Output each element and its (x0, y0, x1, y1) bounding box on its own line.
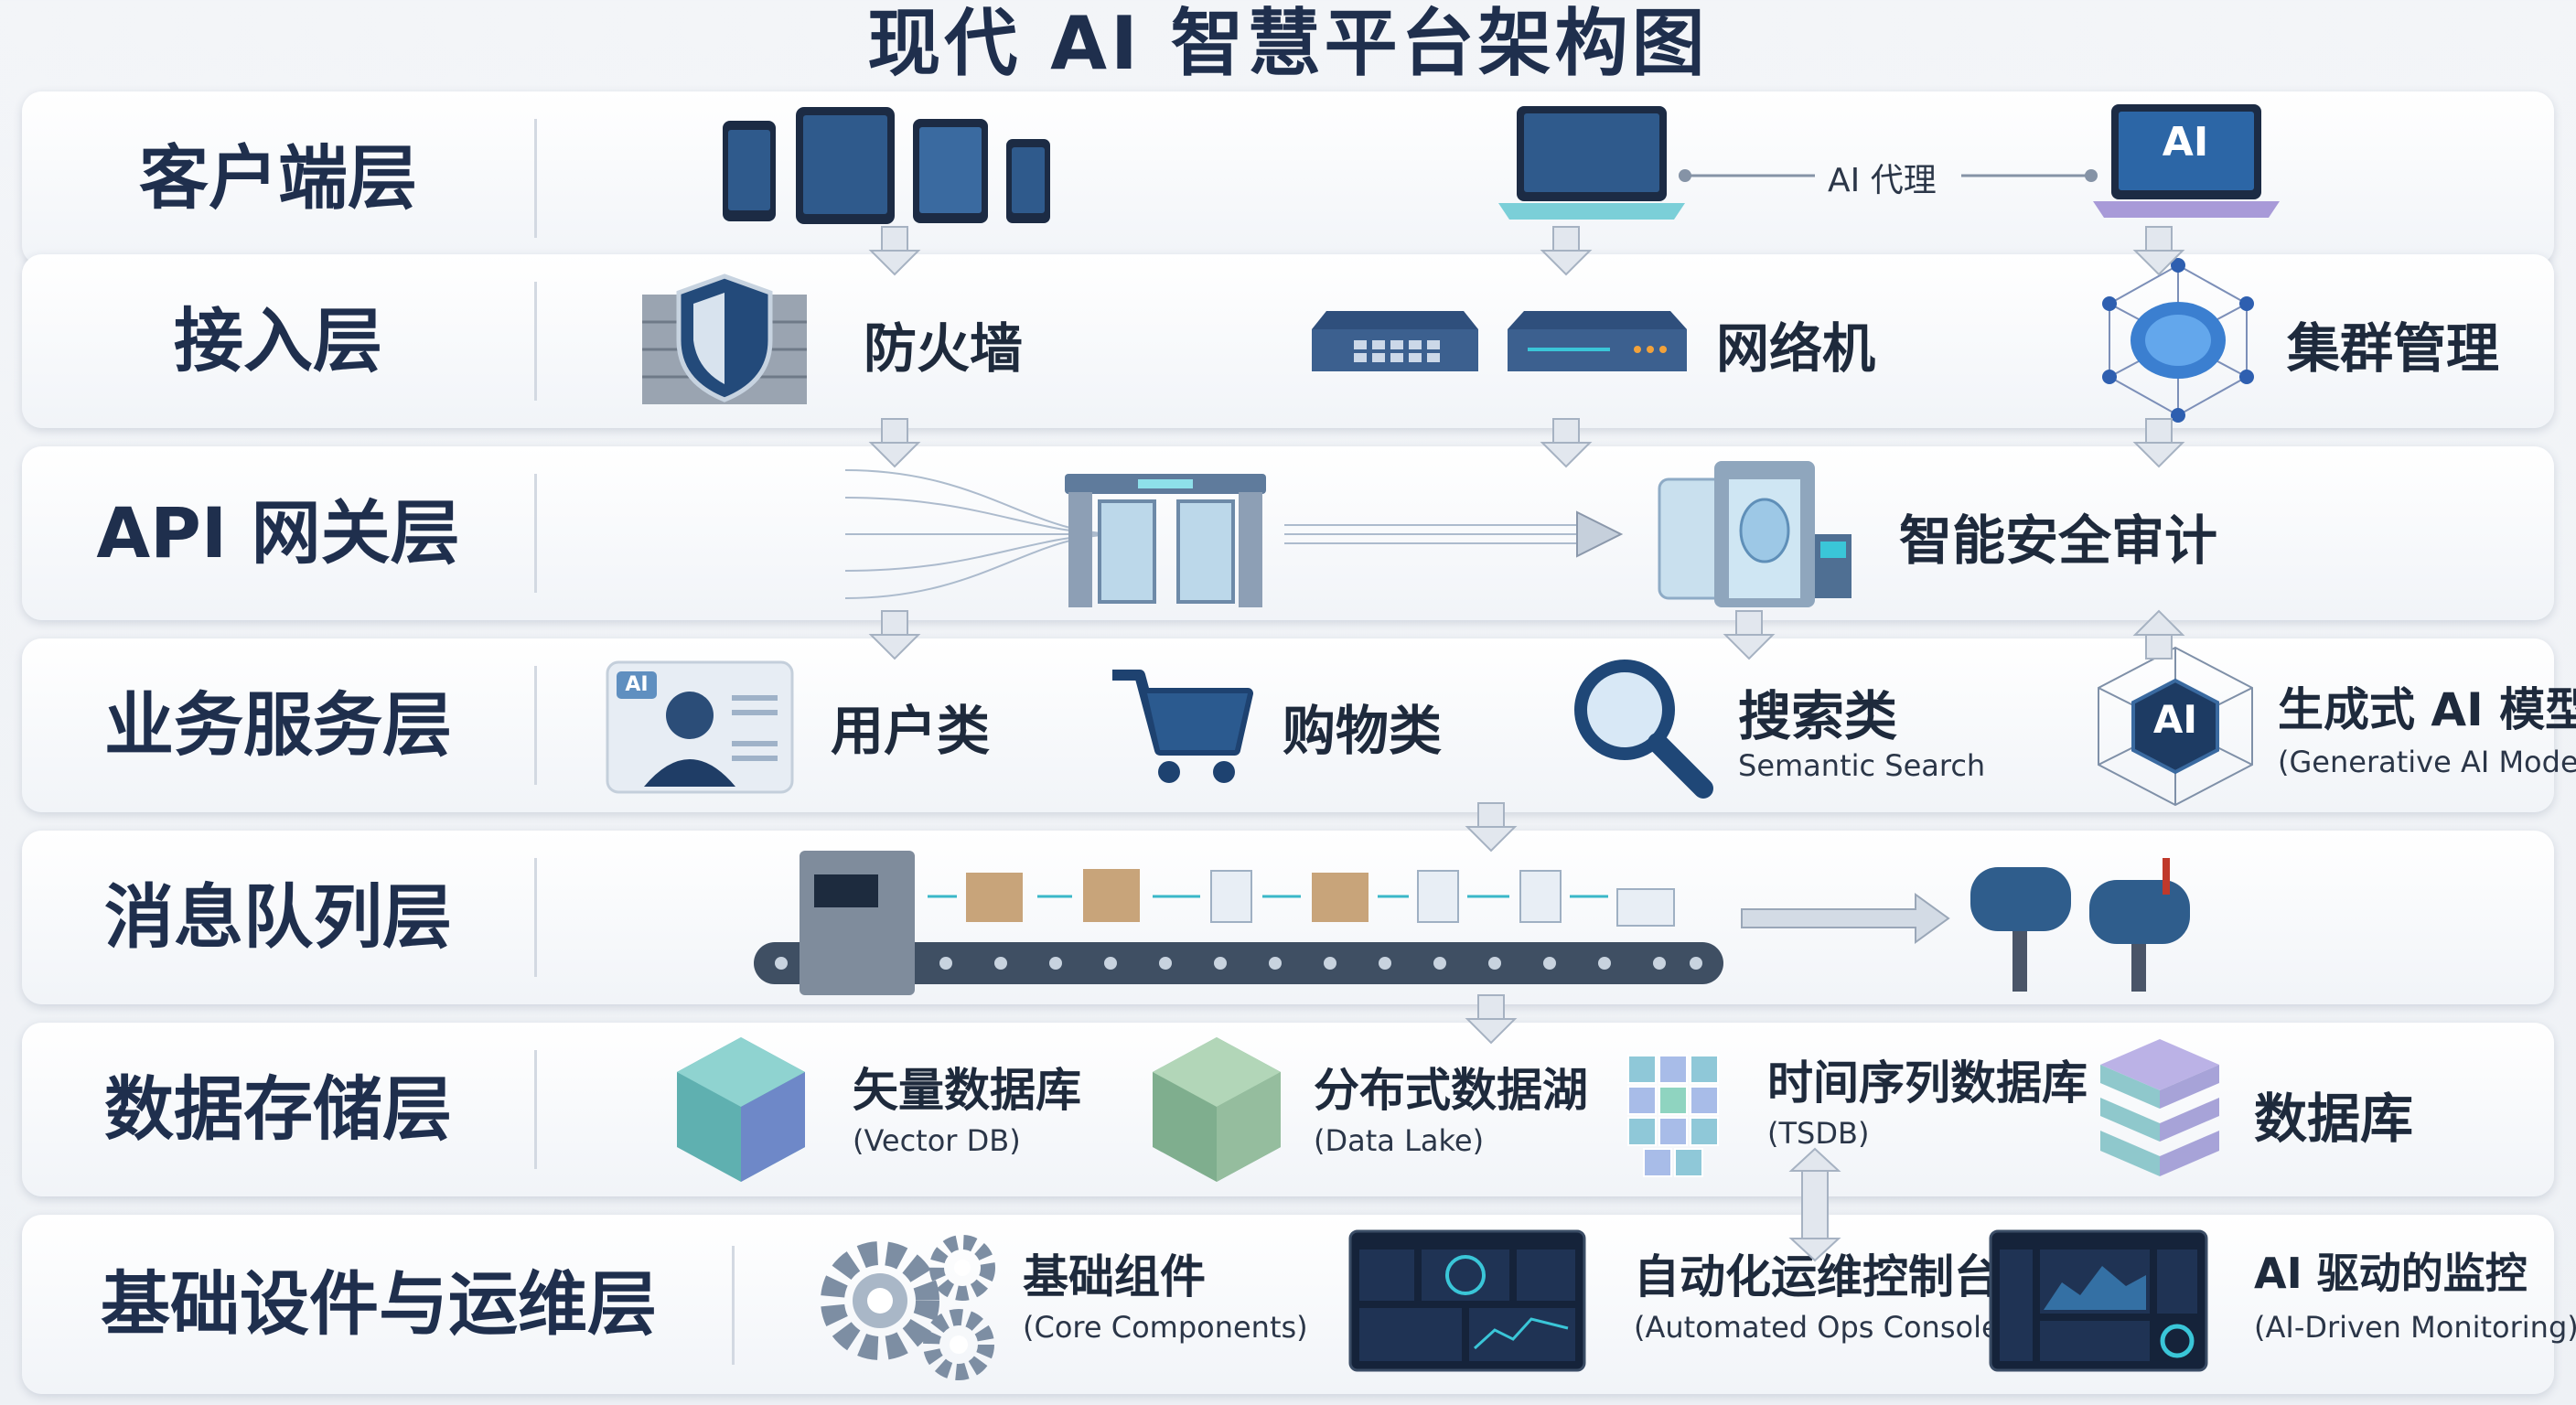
vector-db-sub: (Vector DB) (853, 1123, 1021, 1158)
ai-model-badge: AI (2152, 697, 2198, 742)
page-title: 现代 AI 智慧平台架构图 (867, 1, 1709, 86)
database-stack-icon (2091, 1032, 2228, 1187)
core-components-label: 基础组件 (1023, 1250, 1206, 1303)
tsdb-cubes-icon (1610, 1037, 1738, 1184)
ai-monitoring-label: AI 驱动的监控 (2254, 1249, 2528, 1298)
database-label: 数据库 (2254, 1088, 2414, 1150)
layer-label-access: 接入层 (174, 300, 382, 381)
security-audit-label: 智能安全审计 (1899, 509, 2218, 572)
layer-divider (534, 119, 537, 238)
gears-icon (816, 1228, 1017, 1383)
ai-hexagon-icon (2093, 644, 2258, 809)
layer-label-infrastructure: 基础设件与运维层 (101, 1263, 657, 1345)
layer-divider (534, 1050, 537, 1169)
layer-row-api-gateway: API 网关层 智能安全审计 (22, 446, 2554, 620)
data-lake-sub: (Data Lake) (1314, 1123, 1485, 1158)
tsdb-label: 时间序列数据库 (1767, 1056, 2088, 1110)
network-switch-icon (1308, 293, 1692, 384)
monitoring-dashboard-icon (1989, 1229, 2208, 1372)
generative-ai-label: 生成式 AI 模型 (2278, 683, 2576, 736)
security-scanner-icon (1650, 452, 1861, 617)
layer-row-client: 客户端层 AI 代理 AI (22, 91, 2554, 265)
vector-cube-icon (668, 1032, 814, 1187)
tsdb-sub: (TSDB) (1767, 1116, 1870, 1151)
layer-row-data-storage: 数据存储层 矢量数据库 (Vector DB) 分布式数据湖 (Data Lak… (22, 1023, 2554, 1196)
dashboard-icon (1348, 1229, 1586, 1372)
conveyor-belt-icon (726, 842, 1952, 997)
layer-divider (534, 282, 537, 401)
user-card-badge: AI (625, 673, 649, 696)
ai-laptop-badge: AI (2162, 119, 2209, 166)
firewall-label: 防火墙 (864, 317, 1024, 380)
brain-network-icon (2091, 258, 2265, 423)
layer-divider (534, 666, 537, 785)
ai-agent-label: AI 代理 (1828, 162, 1937, 199)
magnifier-icon (1568, 653, 1714, 799)
core-components-sub: (Core Components) (1023, 1310, 1308, 1345)
ai-laptop-icon (2086, 99, 2287, 227)
layer-row-access: 接入层 防火墙 网络机 集群管理 (22, 254, 2554, 428)
shopping-service-label: 购物类 (1283, 700, 1443, 762)
layer-label-data-storage: 数据存储层 (104, 1068, 452, 1150)
firewall-shield-icon (633, 267, 816, 413)
connector-line (1678, 157, 2098, 194)
layer-label-business: 业务服务层 (104, 684, 452, 766)
tablet-phone-devices-icon (714, 102, 1116, 231)
data-flow-lines (845, 452, 1632, 617)
network-label: 网络机 (1716, 317, 1876, 380)
layer-row-business: 业务服务层 AI 用户类 购物类 搜索类 Semantic Search AI (22, 638, 2576, 812)
search-service-label: 搜索类 (1738, 685, 1898, 747)
layer-row-message-queue: 消息队列层 (22, 831, 2554, 1004)
shopping-cart-icon (1107, 662, 1253, 790)
layer-divider (732, 1246, 735, 1365)
ai-monitoring-sub: (AI-Driven Monitoring) (2254, 1310, 2576, 1345)
layer-divider (534, 858, 537, 977)
mailbox-icon (1961, 849, 2236, 995)
layer-row-infrastructure: 基础设件与运维层 基础组件 (Core Components) 自动化运维控制台… (22, 1215, 2576, 1394)
layer-label-api-gateway: API 网关层 (96, 492, 460, 574)
vector-db-label: 矢量数据库 (853, 1064, 1081, 1117)
layer-divider (534, 474, 537, 593)
gateway-door-icon (1056, 456, 1275, 611)
cluster-management-label: 集群管理 (2287, 317, 2500, 380)
layer-label-message-queue: 消息队列层 (104, 876, 452, 958)
search-service-sub: Semantic Search (1738, 748, 1986, 783)
layer-label-client: 客户端层 (139, 137, 417, 219)
generative-ai-sub: (Generative AI Model) (2278, 745, 2576, 779)
user-service-label: 用户类 (831, 700, 991, 762)
user-card-icon (604, 659, 796, 796)
laptop-icon (1491, 101, 1692, 229)
data-lake-label: 分布式数据湖 (1314, 1064, 1588, 1117)
ops-console-label: 自动化运维控制台 (1634, 1250, 2000, 1303)
ops-console-sub: (Automated Ops Console) (1634, 1310, 2012, 1345)
data-lake-cube-icon (1143, 1032, 1290, 1187)
